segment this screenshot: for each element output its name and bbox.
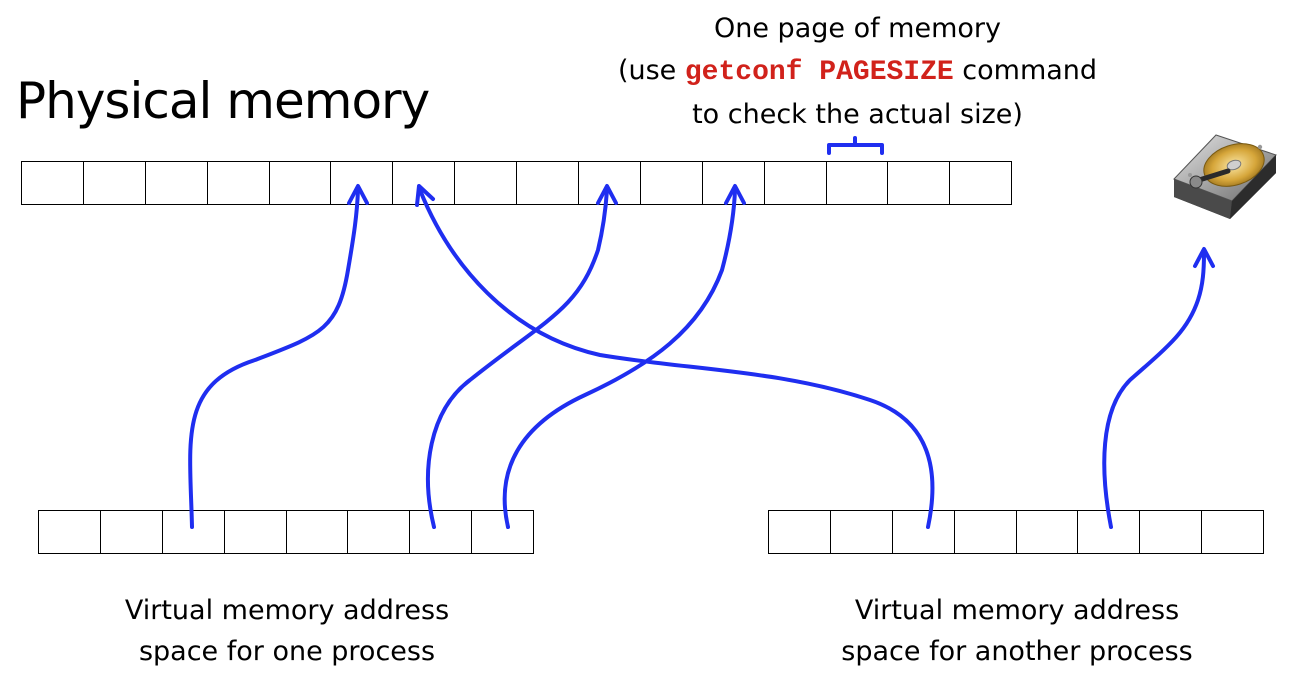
physical-page-cell [455,161,518,205]
process-one-caption-line-2: space for one process [138,636,436,667]
physical-page-cell [22,161,84,205]
physical-page-cell [331,161,394,205]
virtual-page-cell [162,510,225,554]
virtual-page-cell [100,510,163,554]
virtual-page-cell [1016,510,1079,554]
physical-page-cell [764,161,827,205]
mapping-arrow [426,188,609,529]
process-one-pages [38,510,535,554]
callout-line-1: One page of memory [714,13,1001,44]
physical-memory-pages [21,161,1013,205]
getconf-command: getconf PAGESIZE [684,57,954,88]
process-one-caption-line-1: Virtual memory address [124,595,450,626]
physical-page-cell [393,161,456,205]
physical-page-cell [269,161,332,205]
page-size-callout: One page of memory (use getconf PAGESIZE… [520,8,1195,136]
mapping-arrow [1102,251,1206,529]
callout-line-3: to check the actual size) [692,99,1023,130]
virtual-page-cell [1202,510,1265,554]
process-two-pages [768,510,1265,554]
virtual-page-cell [286,510,349,554]
callout-line-2: (use getconf PAGESIZE command [520,50,1195,94]
callout-line-2-suffix: command [953,55,1098,86]
physical-page-cell [640,161,703,205]
virtual-page-cell [224,510,287,554]
virtual-page-cell [892,510,955,554]
physical-page-cell [950,161,1013,205]
page-size-brace [827,136,884,155]
virtual-page-cell [1140,510,1203,554]
process-one-caption: Virtual memory address space for one pro… [57,590,517,672]
mapping-arrow [188,188,360,529]
physical-page-cell [826,161,889,205]
process-two-caption-line-2: space for another process [841,636,1193,667]
mapping-arrow [418,188,935,529]
process-two-caption-line-1: Virtual memory address [854,595,1180,626]
physical-page-cell [145,161,208,205]
physical-page-cell [702,161,765,205]
physical-page-cell [83,161,146,205]
virtual-page-cell [472,510,535,554]
physical-page-cell [517,161,580,205]
virtual-page-cell [769,510,831,554]
callout-line-2-prefix: (use [617,55,685,86]
physical-page-cell [888,161,951,205]
virtual-page-cell [39,510,101,554]
virtual-page-cell [954,510,1017,554]
virtual-page-cell [1078,510,1141,554]
page-title: Physical memory [16,72,430,130]
mapping-arrow [502,188,737,529]
hard-disk-icon [1173,134,1277,219]
virtual-page-cell [830,510,893,554]
arrowhead [1193,247,1215,268]
physical-page-cell [207,161,270,205]
virtual-page-cell [348,510,411,554]
virtual-page-cell [410,510,473,554]
physical-page-cell [579,161,641,205]
process-two-caption: Virtual memory address space for another… [787,590,1247,672]
